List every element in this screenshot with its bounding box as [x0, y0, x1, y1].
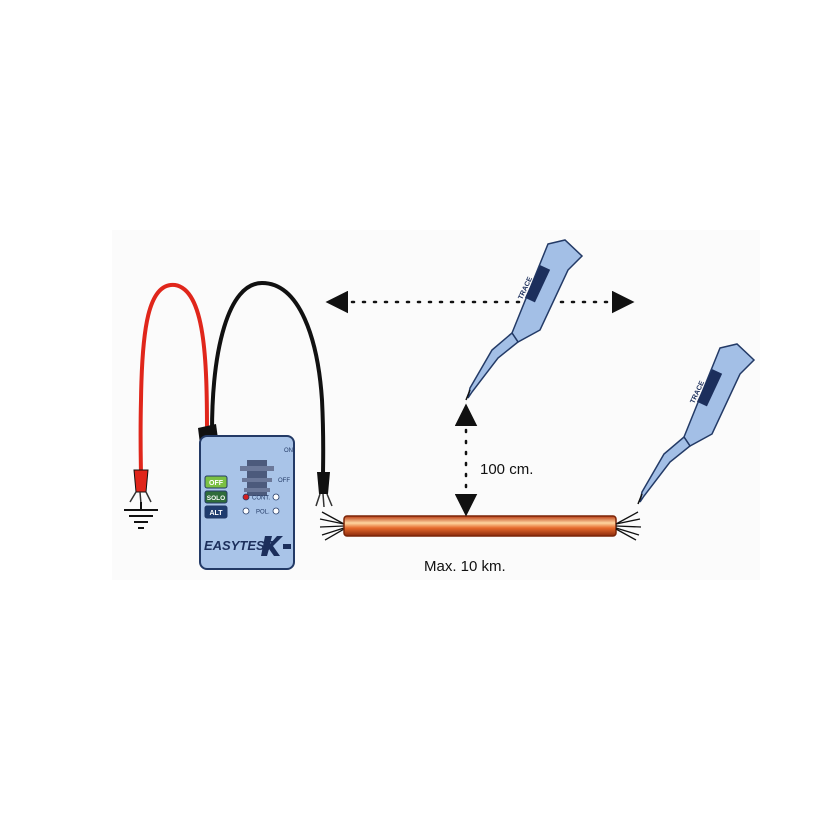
probe-lower-window-icon [696, 369, 723, 407]
red-test-lead [129, 282, 209, 505]
device-dial-icon [240, 460, 274, 496]
alt-button-label: ALT [209, 510, 223, 517]
device-brand-label: EASYTEST [204, 538, 274, 553]
cable-right-wires-icon [615, 511, 642, 541]
pol-indicator-led-icon [242, 507, 250, 515]
receiver-probe-lower: TRACE [637, 343, 756, 505]
solo-button-label: SOLO [207, 495, 225, 502]
cont-indicator-label: CONT. [252, 496, 270, 502]
black-test-lead [210, 280, 333, 508]
easytest-transmitter-device: ON OFF OFF SOLO ALT CONT. POL. EASYTEST [198, 424, 295, 570]
probe-upper-window-icon [524, 265, 551, 303]
device-logo-icon [261, 536, 283, 556]
black-crocodile-clip-icon [315, 472, 333, 508]
ground-symbol-icon [124, 502, 158, 529]
dial-mark-off: OFF [278, 478, 290, 484]
cont-indicator-led-icon [242, 493, 250, 501]
max-length-label: Max. 10 km. [424, 558, 506, 575]
distance-label: 100 cm. [480, 461, 533, 478]
cont-indicator-right-led-icon [272, 493, 280, 501]
off-button-label: OFF [209, 480, 224, 487]
pol-indicator-label: POL. [256, 510, 270, 516]
cable-body [343, 515, 617, 537]
pol-indicator-right-led-icon [272, 507, 280, 515]
dial-mark-on: ON [284, 448, 293, 454]
cable-left-wires-icon [319, 511, 345, 541]
solo-button[interactable]: SOLO [204, 490, 228, 504]
alt-button[interactable]: ALT [204, 505, 228, 519]
cable-under-test [319, 511, 642, 541]
off-button[interactable]: OFF [204, 475, 228, 489]
